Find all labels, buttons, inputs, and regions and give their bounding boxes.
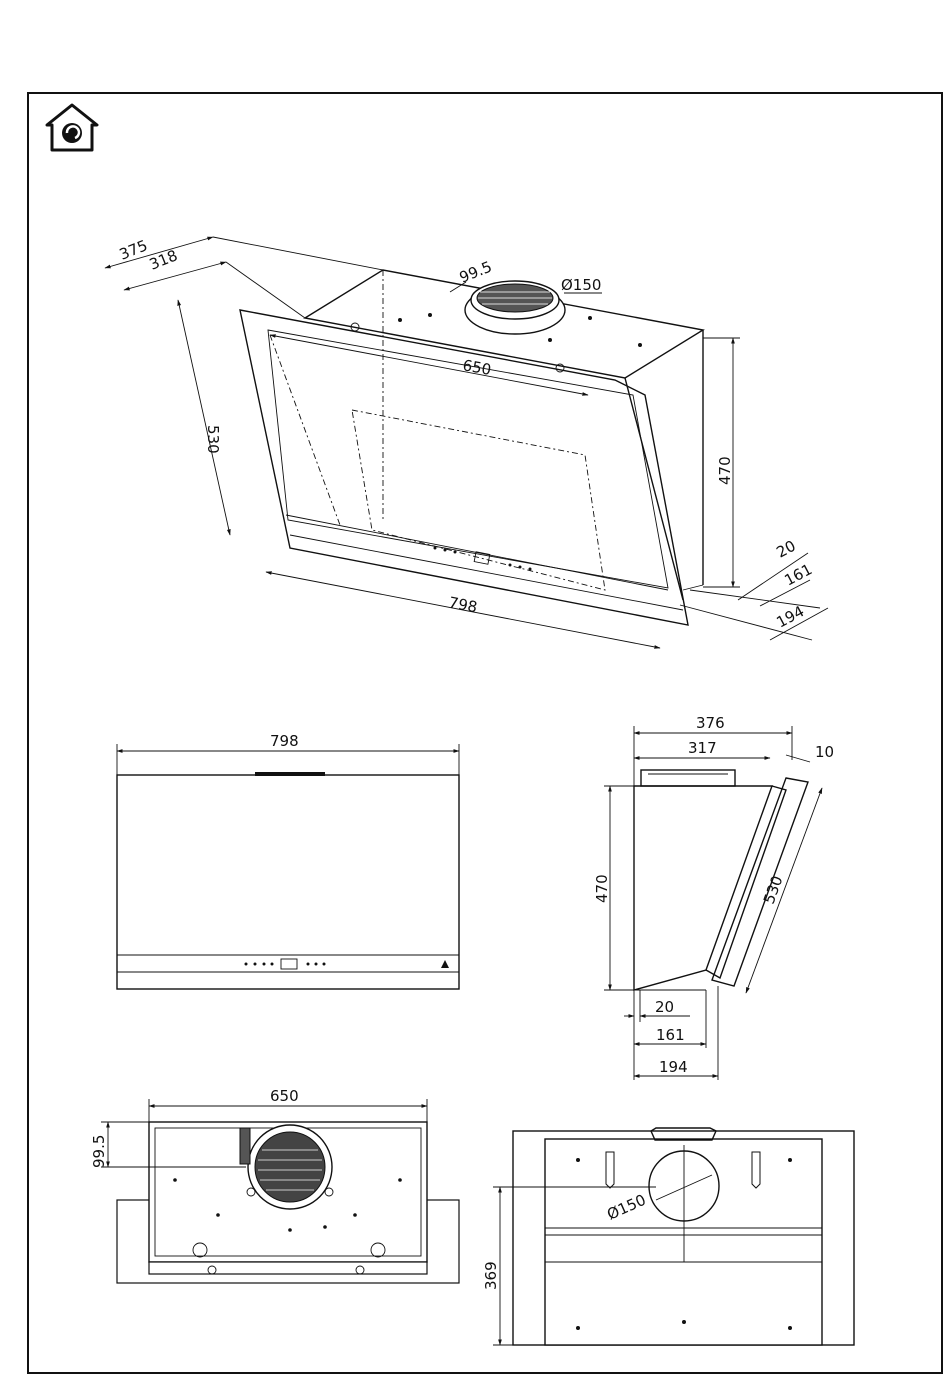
dim-318: 318 [147, 246, 180, 273]
side-dim-10: 10 [815, 743, 834, 761]
side-dim-317: 317 [688, 739, 717, 757]
side-dim-376: 376 [696, 714, 725, 732]
side-dim-470: 470 [593, 874, 611, 903]
dim-outlet-diameter: Ø150 [561, 276, 601, 294]
top-dim-99-5: 99.5 [90, 1135, 108, 1168]
house-installation-icon [47, 105, 97, 150]
top-view: 650 99.5 [90, 1087, 459, 1283]
iso-view: 375 318 99.5 Ø150 650 530 470 20 161 194… [105, 236, 828, 648]
dim-470: 470 [716, 456, 734, 485]
side-view: 376 317 10 470 530 20 161 194 [593, 714, 834, 1080]
dim-650: 650 [461, 356, 492, 379]
side-dim-530: 530 [760, 873, 787, 906]
dim-99-5: 99.5 [457, 258, 495, 287]
dim-375: 375 [117, 236, 150, 263]
front-dim-798: 798 [270, 732, 299, 750]
side-dim-161: 161 [656, 1026, 685, 1044]
side-dim-20: 20 [655, 998, 674, 1016]
dim-530: 530 [204, 425, 222, 454]
front-view: 798 [117, 732, 459, 989]
outlet-collar [465, 281, 565, 334]
dim-798: 798 [447, 593, 479, 616]
dim-194: 194 [773, 602, 807, 631]
side-dim-194: 194 [659, 1058, 688, 1076]
dim-20: 20 [773, 537, 798, 562]
rear-dim-369: 369 [482, 1261, 500, 1290]
rear-view: Ø150 369 [482, 1128, 854, 1345]
top-dim-650: 650 [270, 1087, 299, 1105]
dim-161: 161 [781, 560, 815, 589]
